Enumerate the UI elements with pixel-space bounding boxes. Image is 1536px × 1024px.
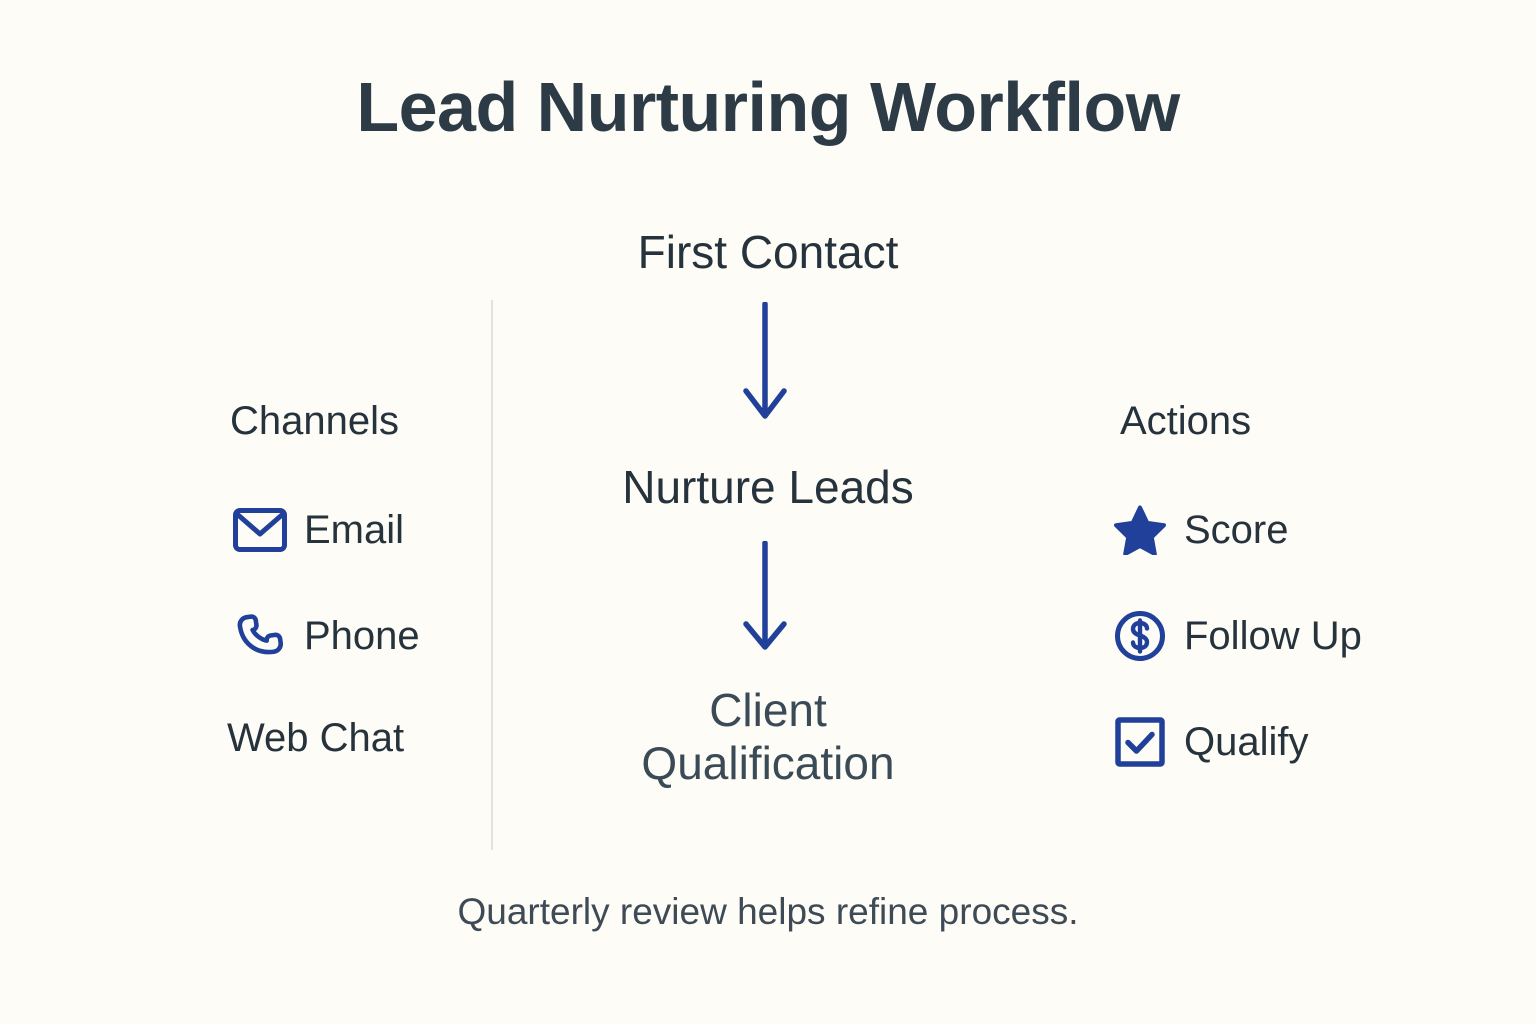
channel-item-email[interactable]: Email — [232, 502, 404, 558]
channel-item-phone[interactable]: Phone — [232, 608, 420, 664]
down-arrow-icon — [735, 302, 795, 422]
channels-header: Channels — [230, 399, 400, 443]
channel-label-phone: Phone — [304, 614, 420, 658]
down-arrow-icon — [735, 541, 795, 653]
flow-node-client-qualification: Client Qualification — [641, 684, 895, 790]
checkbox-checked-icon — [1112, 714, 1168, 770]
action-item-qualify[interactable]: Qualify — [1112, 714, 1309, 770]
actions-header: Actions — [1120, 399, 1252, 443]
footer-note: Quarterly review helps refine process. — [457, 891, 1079, 932]
action-label-qualify: Qualify — [1184, 720, 1309, 764]
page-title: Lead Nurturing Workflow — [356, 68, 1180, 146]
channel-label-web-chat: Web Chat — [227, 716, 405, 760]
action-label-score: Score — [1184, 508, 1289, 552]
channel-item-web-chat[interactable]: Web Chat — [227, 718, 404, 758]
dollar-circle-icon — [1112, 608, 1168, 664]
flow-node-nurture-leads: Nurture Leads — [622, 461, 914, 513]
flow-node-first-contact: First Contact — [637, 226, 899, 278]
action-item-score[interactable]: Score — [1112, 502, 1289, 558]
envelope-icon — [232, 502, 288, 558]
action-item-follow-up[interactable]: Follow Up — [1112, 608, 1362, 664]
star-icon — [1112, 502, 1168, 558]
action-label-follow-up: Follow Up — [1184, 614, 1362, 658]
column-divider — [491, 300, 493, 850]
channel-label-email: Email — [304, 508, 405, 552]
phone-icon — [232, 608, 288, 664]
